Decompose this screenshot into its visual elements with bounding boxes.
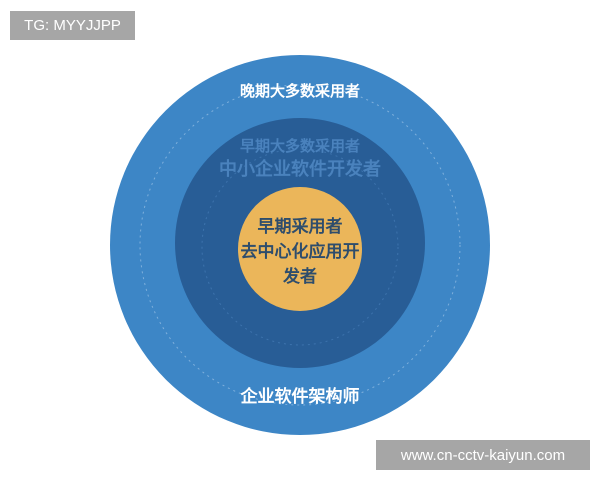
inner-label-line2: 去中心化应用开 (240, 242, 360, 262)
middle-label-line2: 中小企业软件开发者 (219, 159, 381, 180)
inner-label-line3: 发者 (283, 267, 317, 287)
watermark-site: www.cn-cctv-kaiyun.com (376, 440, 590, 470)
inner-circle (238, 187, 362, 311)
outer-label-bottom: 企业软件架构师 (240, 387, 360, 407)
inner-label-line1: 早期采用者 (257, 217, 343, 237)
outer-label-top: 晚期大多数采用者 (239, 82, 360, 100)
middle-label-line1: 早期大多数采用者 (239, 137, 360, 155)
outer-dotted-circle (139, 84, 461, 406)
middle-dotted-circle (201, 148, 399, 346)
watermark-tg: TG: MYYJJPP (10, 11, 135, 40)
